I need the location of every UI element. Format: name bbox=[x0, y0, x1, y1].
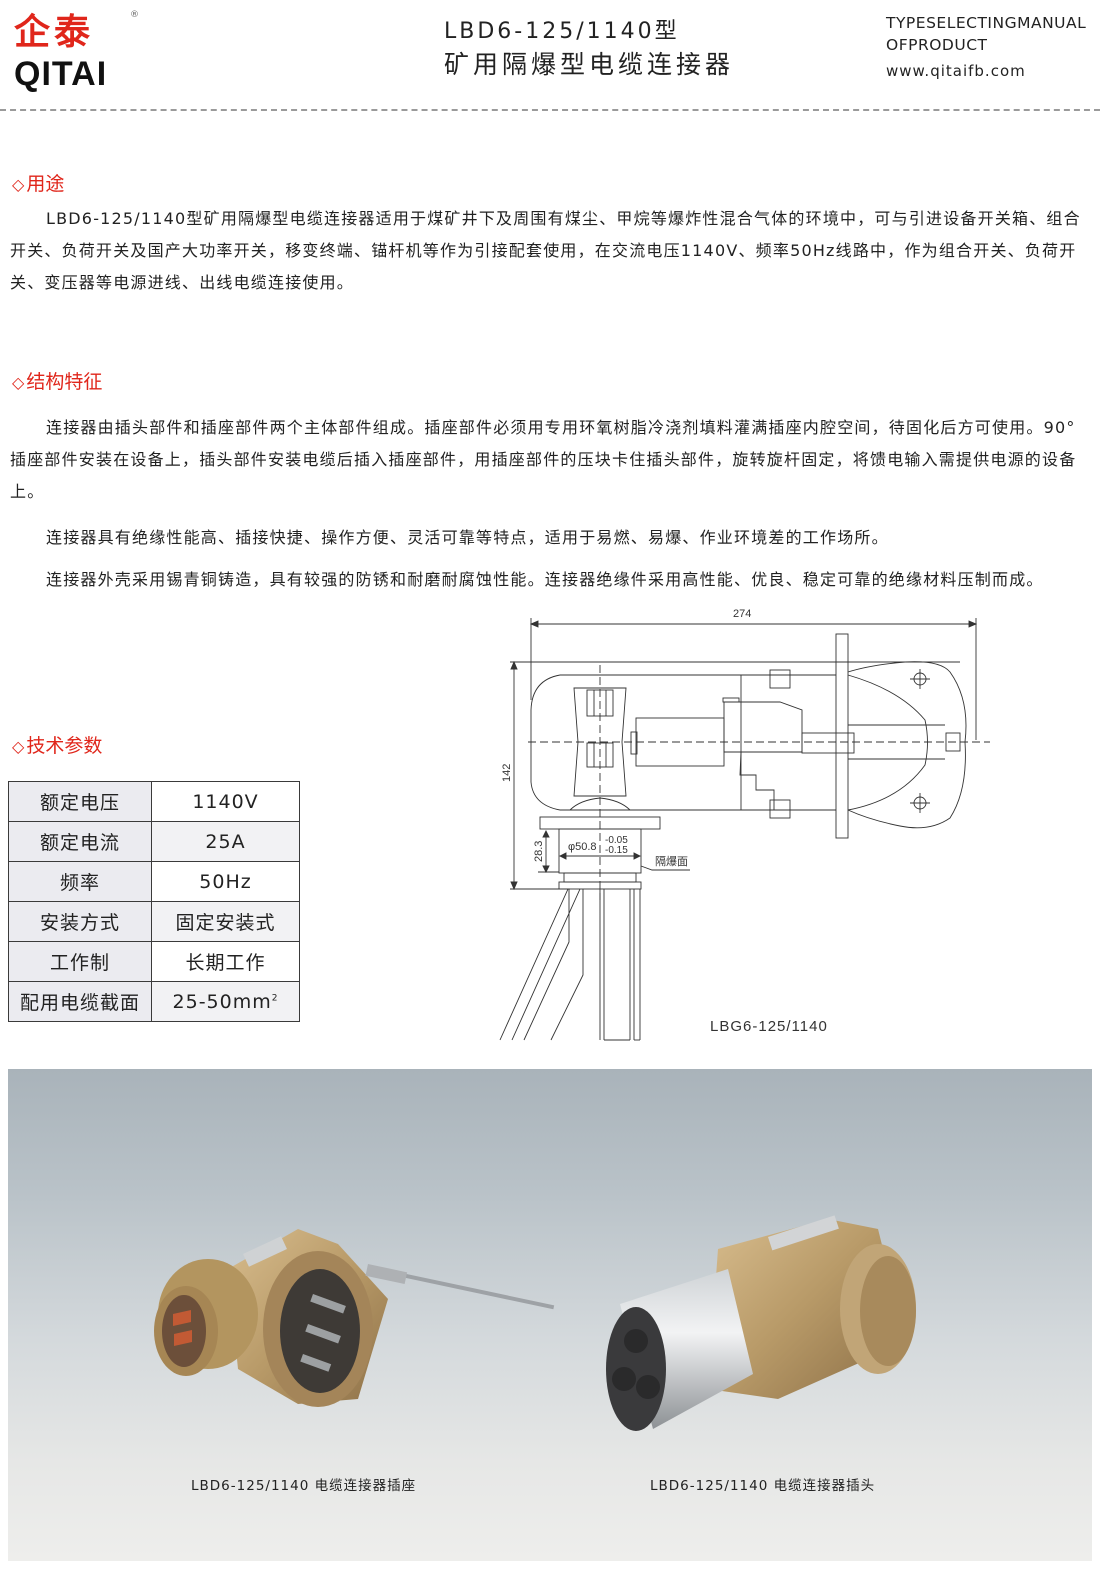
spec-value: 固定安装式 bbox=[151, 901, 300, 942]
plug-photo bbox=[606, 1215, 916, 1431]
spec-key: 额定电流 bbox=[8, 821, 152, 862]
spec-value-text: 25-50mm bbox=[172, 990, 272, 1013]
dim-flange-label: 28.3 bbox=[533, 841, 545, 862]
diamond-icon: ◇ bbox=[12, 373, 25, 392]
heading-text: 技术参数 bbox=[26, 735, 103, 757]
title-product-name: 矿用隔爆型电缆连接器 bbox=[444, 50, 735, 79]
registered-mark: ® bbox=[130, 10, 139, 20]
dim-length-label: 274 bbox=[733, 608, 751, 620]
header-divider bbox=[0, 109, 1100, 111]
dim-height-label: 142 bbox=[501, 764, 513, 782]
product-photo-panel: LBD6-125/1140 电缆连接器插座 LBD6-125/1140 电缆连接… bbox=[8, 1069, 1092, 1561]
diamond-icon: ◇ bbox=[12, 175, 25, 194]
table-row: 安装方式固定安装式 bbox=[8, 901, 300, 942]
table-row: 工作制长期工作 bbox=[8, 941, 300, 982]
spec-value: 长期工作 bbox=[151, 941, 300, 982]
spec-value: 25-50mm2 bbox=[151, 981, 300, 1022]
tagline-line2: OFPRODUCT bbox=[886, 36, 988, 54]
section-heading-usage: ◇用途 bbox=[12, 172, 64, 197]
superscript: 2 bbox=[271, 993, 279, 1004]
technical-drawing: 274 142 28.3 φ50.8 -0.05 -0.15 隔爆面 LBG6-… bbox=[499, 608, 990, 1041]
website-link[interactable]: www.qitaifb.com bbox=[886, 62, 1026, 80]
dim-diameter-label: φ50.8 bbox=[568, 841, 597, 853]
tolerance-lower: -0.15 bbox=[605, 845, 628, 856]
spec-key: 工作制 bbox=[8, 941, 152, 982]
title-model: LBD6-125/1140型 bbox=[444, 19, 680, 44]
structure-paragraph-1: 连接器由插头部件和插座部件两个主体部件组成。插座部件必须用专用环氧树脂冷浇剂填料… bbox=[10, 418, 1077, 501]
product-photos bbox=[154, 1215, 916, 1431]
logo-chinese: 企泰 bbox=[14, 11, 95, 53]
heading-text: 用途 bbox=[26, 173, 65, 195]
section-heading-specs: ◇技术参数 bbox=[12, 734, 102, 759]
heading-text: 结构特征 bbox=[26, 371, 103, 393]
tolerance-upper: -0.05 bbox=[605, 835, 628, 846]
tagline-line1: TYPESELECTINGMANUAL bbox=[886, 14, 1087, 32]
spec-key: 安装方式 bbox=[8, 901, 152, 942]
spec-value: 25A bbox=[151, 821, 300, 862]
structure-paragraph-3: 连接器外壳采用锡青铜铸造，具有较强的防锈和耐磨耐腐蚀性能。连接器绝缘件采用高性能… bbox=[46, 570, 1044, 589]
spec-key: 额定电压 bbox=[8, 781, 152, 822]
spec-key: 频率 bbox=[8, 861, 152, 902]
flameproof-surface-label: 隔爆面 bbox=[655, 854, 688, 868]
usage-paragraph: LBD6-125/1140型矿用隔爆型电缆连接器适用于煤矿井下及周围有煤尘、甲烷… bbox=[10, 209, 1081, 292]
socket-photo bbox=[154, 1229, 555, 1407]
spec-key: 配用电缆截面 bbox=[8, 981, 152, 1022]
socket-caption: LBD6-125/1140 电缆连接器插座 bbox=[191, 1478, 417, 1494]
section-heading-structure: ◇结构特征 bbox=[12, 370, 102, 395]
structure-paragraph-2: 连接器具有绝缘性能高、插接快捷、操作方便、灵活可靠等特点，适用于易燃、易爆、作业… bbox=[46, 528, 889, 547]
spec-value: 50Hz bbox=[151, 861, 300, 902]
diamond-icon: ◇ bbox=[12, 737, 25, 756]
drawing-caption: LBG6-125/1140 bbox=[710, 1018, 828, 1035]
plug-caption: LBD6-125/1140 电缆连接器插头 bbox=[650, 1478, 876, 1494]
logo-english: QITAI bbox=[14, 55, 108, 93]
spec-value: 1140V bbox=[151, 781, 300, 822]
